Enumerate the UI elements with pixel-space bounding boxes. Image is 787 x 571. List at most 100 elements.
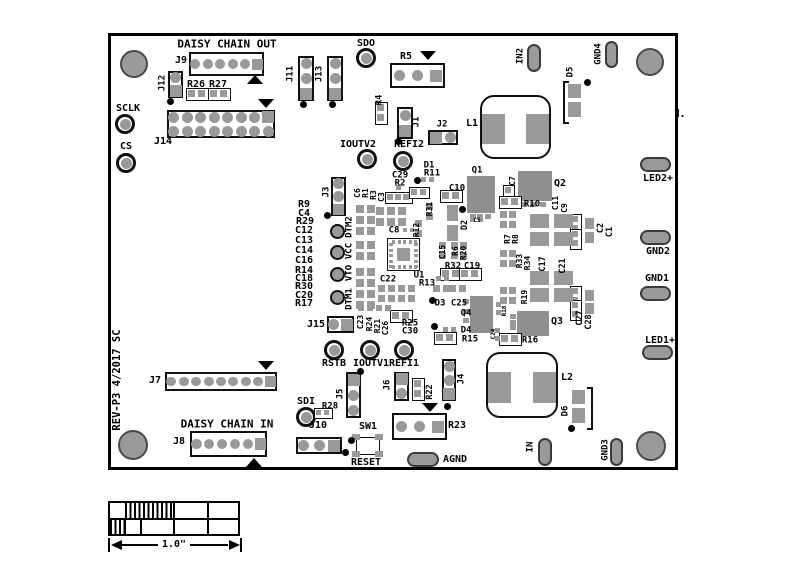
connector-pad bbox=[240, 376, 251, 387]
connector-pad bbox=[329, 58, 341, 69]
connector-pad bbox=[235, 111, 247, 123]
connector-pad bbox=[170, 72, 181, 84]
grid-pad bbox=[395, 194, 401, 200]
passive-pad bbox=[436, 276, 441, 281]
grid-pad bbox=[367, 241, 375, 249]
dim-arrow-right bbox=[229, 540, 240, 550]
connector-pad bbox=[298, 440, 310, 451]
dim-line bbox=[121, 544, 158, 546]
label-VTO: VTO bbox=[344, 264, 355, 282]
connector-pad-square bbox=[431, 420, 444, 433]
scale-bar-divider bbox=[173, 501, 175, 518]
passive-pad bbox=[501, 198, 508, 205]
passive-pad bbox=[496, 302, 501, 307]
grid-pad bbox=[356, 279, 364, 287]
label-R16: R16 bbox=[521, 335, 539, 346]
connector-pad bbox=[395, 421, 407, 432]
passive-pad bbox=[500, 211, 507, 218]
connector-pad-square bbox=[443, 388, 455, 400]
mounting-hole bbox=[120, 50, 148, 78]
passive-pad bbox=[443, 327, 448, 332]
connector-pad bbox=[228, 376, 239, 387]
label-R23: R23 bbox=[447, 420, 467, 431]
passive-pad bbox=[439, 242, 446, 249]
pad bbox=[585, 303, 594, 314]
via bbox=[329, 223, 345, 239]
connector-pad-square bbox=[347, 373, 360, 386]
grid-pad bbox=[367, 252, 375, 260]
passive-pad bbox=[572, 288, 578, 294]
grid-pad bbox=[376, 218, 384, 226]
passive-pad bbox=[509, 260, 516, 267]
qfn-pin bbox=[403, 265, 406, 269]
passive-pad bbox=[511, 198, 518, 205]
qfn-pin bbox=[397, 240, 401, 244]
connector-pad-square bbox=[429, 131, 442, 144]
orientation-triangle bbox=[258, 361, 274, 370]
label-GND2: GND2 bbox=[645, 246, 671, 257]
passive-pad bbox=[572, 311, 578, 317]
connector-pad bbox=[222, 111, 234, 123]
mounting-hole bbox=[636, 431, 666, 461]
connector-pad-square bbox=[169, 85, 182, 98]
passive-pad bbox=[436, 334, 443, 341]
grid-pad bbox=[387, 207, 395, 215]
passive-pad bbox=[509, 287, 516, 294]
qfn-pin bbox=[389, 243, 393, 246]
oval-pad bbox=[640, 230, 671, 245]
label-L2: L2 bbox=[560, 372, 574, 383]
label-C9: C9 bbox=[560, 203, 569, 213]
scale-bar-divider bbox=[207, 501, 209, 518]
connector-pad bbox=[195, 125, 207, 137]
passive-pad bbox=[501, 335, 508, 342]
qfn-pin bbox=[414, 265, 418, 268]
label-C13: C13 bbox=[294, 235, 314, 246]
connector-pad bbox=[191, 438, 202, 450]
qfn-pin bbox=[397, 265, 401, 269]
connector-pad bbox=[216, 438, 228, 450]
label-SDI: SDI bbox=[296, 396, 316, 407]
pin1-dot bbox=[329, 101, 336, 108]
passive-pad bbox=[509, 221, 516, 228]
grid-pad bbox=[403, 194, 409, 200]
label-D6: D6 bbox=[560, 405, 571, 417]
grid-pad bbox=[420, 189, 426, 195]
test-point-center bbox=[360, 52, 372, 64]
label-R4: R4 bbox=[374, 94, 385, 106]
connector-pad-square bbox=[262, 111, 275, 123]
label-J13: J13 bbox=[314, 65, 325, 83]
label-R11: R11 bbox=[423, 168, 441, 179]
passive-pad bbox=[442, 192, 449, 199]
label-R20: R20 bbox=[459, 245, 468, 261]
diode-bracket bbox=[563, 81, 569, 124]
passive-pad bbox=[572, 302, 578, 308]
qfn-pin bbox=[389, 254, 393, 257]
passive-pad bbox=[451, 327, 456, 332]
connector-pad bbox=[227, 59, 238, 69]
connector-pad bbox=[190, 59, 201, 69]
oval-pad bbox=[640, 157, 671, 172]
passive-pad bbox=[496, 310, 501, 315]
label-C14: C14 bbox=[294, 245, 314, 256]
label-REFI1: REFI1 bbox=[388, 358, 420, 369]
connector-pad bbox=[399, 109, 411, 121]
inductor-pad bbox=[488, 371, 511, 403]
label-SCLK: SCLK bbox=[115, 103, 141, 114]
pin1-dot bbox=[584, 79, 591, 86]
qfn-pin bbox=[408, 265, 412, 269]
diode-pad bbox=[568, 102, 581, 117]
pin1-dot bbox=[568, 425, 575, 432]
connector-pad-square bbox=[332, 203, 345, 216]
cap-pad bbox=[554, 232, 573, 246]
label-C25: C25 bbox=[450, 298, 468, 309]
label-LED2-: LED2+ bbox=[642, 173, 674, 184]
orientation-triangle bbox=[247, 75, 263, 84]
qfn-pin bbox=[389, 259, 393, 263]
connector-pad-square bbox=[300, 87, 312, 100]
passive-pad bbox=[495, 328, 500, 333]
passive-pad bbox=[415, 220, 422, 227]
scale-bar-hatch bbox=[110, 519, 124, 534]
connector-pad bbox=[166, 376, 177, 387]
label-R8: R8 bbox=[511, 234, 520, 244]
connector-pad bbox=[195, 111, 207, 123]
